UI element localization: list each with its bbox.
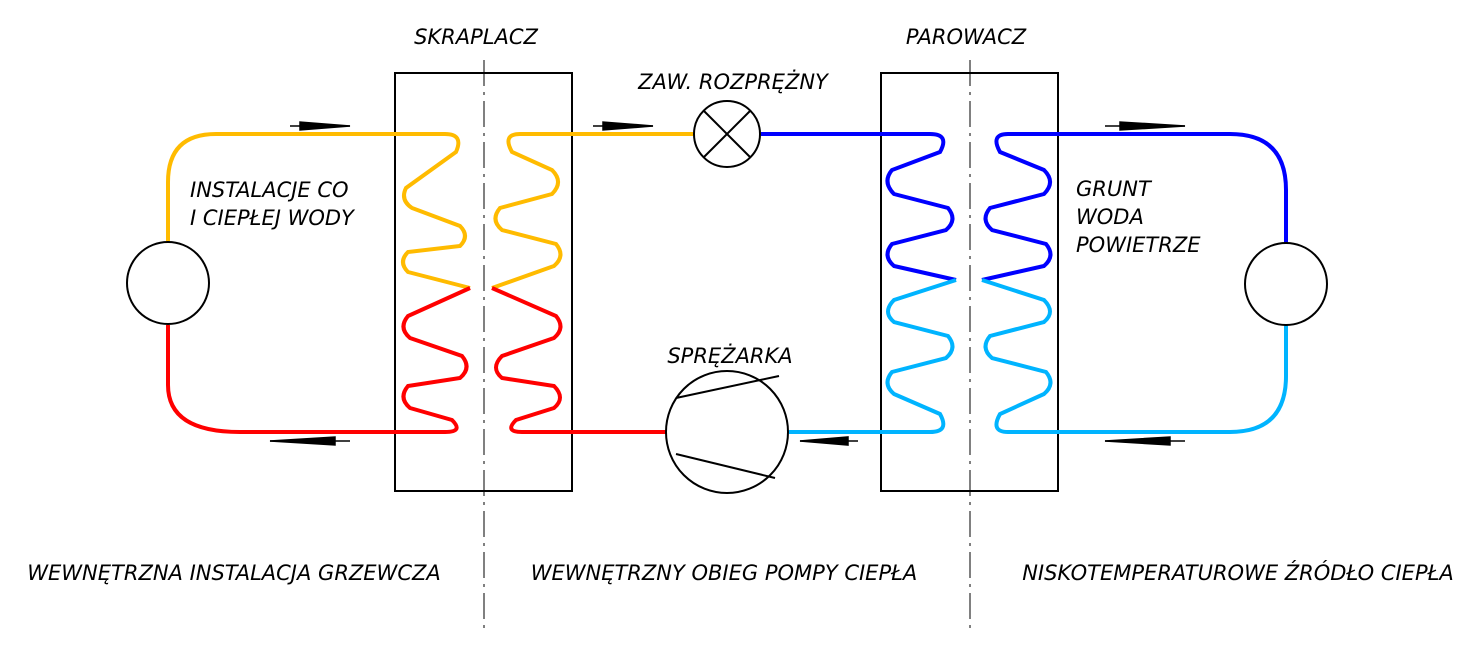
section-low-temp-source: NISKOTEMPERATUROWE ŹRÓDŁO CIEPŁA <box>1022 560 1454 585</box>
arrow-left-icon <box>269 436 350 446</box>
compressor-label: SPRĘŻARKA <box>667 343 792 368</box>
heating-return-pipe <box>166 325 395 434</box>
evaporator-coil-refrigerant-cool <box>881 278 957 434</box>
evaporator-label: PAROWACZ <box>906 25 1027 49</box>
source-pipe-top <box>1058 132 1288 243</box>
source-pipe-bottom <box>1058 324 1288 434</box>
source-label-3: POWIETRZE <box>1076 233 1201 257</box>
heating-installations-label-1: INSTALACJE CO <box>190 178 349 202</box>
heating-supply-pipe <box>166 132 395 241</box>
arrow-right-icon <box>593 121 654 131</box>
heating-circulation-pump <box>126 241 210 325</box>
arrow-left-icon <box>1104 436 1185 446</box>
source-label-1: GRUNT <box>1076 177 1153 201</box>
condenser-coil-heating-warm <box>395 132 471 290</box>
heating-installations-label-2: I CIEPŁEJ WODY <box>190 206 356 230</box>
expansion-valve-icon <box>693 100 761 168</box>
arrow-right-icon <box>290 121 351 131</box>
compressor-icon <box>665 370 789 494</box>
condenser-coil-refrigerant-hot <box>491 286 572 434</box>
source-circulation-pump <box>1244 242 1328 326</box>
evaporator-coil-source-cold <box>981 132 1058 282</box>
section-internal-heating: WEWNĘTRZNA INSTALACJA GRZEWCZA <box>27 561 441 585</box>
evaporator-box <box>880 72 1059 492</box>
source-label-2: WODA <box>1076 205 1144 229</box>
condenser-box <box>394 72 573 492</box>
flow-arrows <box>269 121 1186 446</box>
condenser-label: SKRAPLACZ <box>414 25 538 49</box>
evaporator-coil-refrigerant-cold <box>881 132 957 282</box>
arrow-left-icon <box>799 436 858 446</box>
section-heat-pump-cycle: WEWNĘTRZNY OBIEG POMPY CIEPŁA <box>531 561 918 585</box>
condenser-coil-heating-hot <box>395 286 471 434</box>
condenser-coil-refrigerant-warm <box>491 132 572 290</box>
arrow-right-icon <box>1105 121 1186 131</box>
expansion-valve-label: ZAW. ROZPRĘŻNY <box>637 69 830 94</box>
evaporator-coil-source-cool <box>981 278 1058 434</box>
